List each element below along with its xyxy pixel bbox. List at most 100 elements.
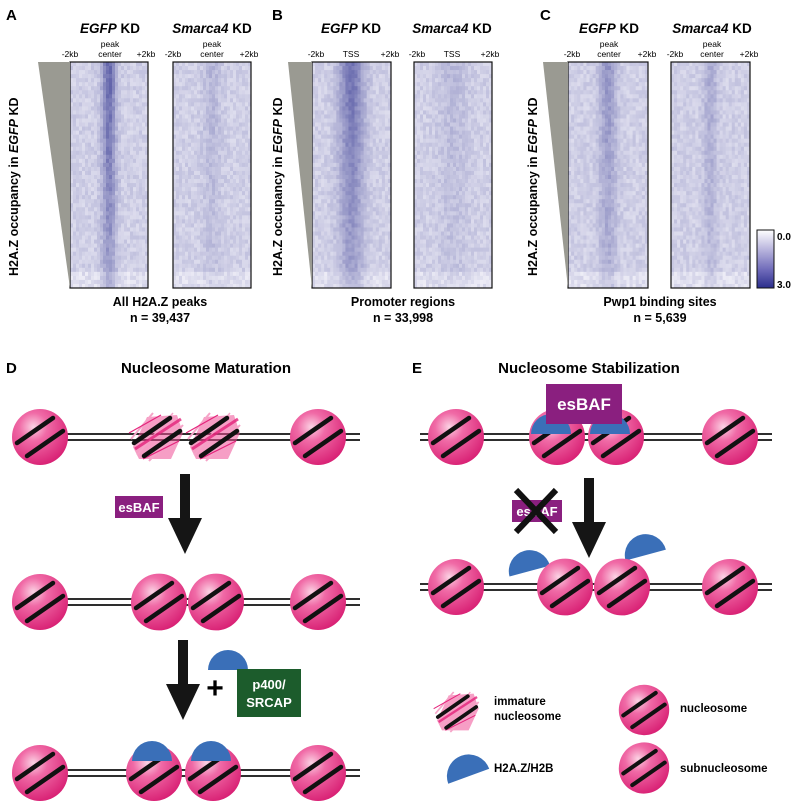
footer-label-c: Pwp1 binding sites bbox=[603, 295, 716, 309]
heatmap-egfp-c bbox=[567, 61, 649, 289]
down-arrow-icon bbox=[166, 640, 200, 720]
tick-right: +2kb bbox=[481, 49, 500, 59]
nucleosome-icon bbox=[290, 745, 346, 801]
y-axis-label-a: H2A.Z occupancy in EGFP KD bbox=[7, 97, 21, 276]
nucleosome-icon bbox=[290, 409, 346, 465]
title-nucleosome-stabilization: Nucleosome Stabilization bbox=[498, 360, 680, 377]
condition-label-egfp-b: EGFP KD bbox=[321, 21, 381, 36]
tick-center-line2: center bbox=[200, 49, 224, 59]
nucleosome-icon bbox=[428, 409, 484, 465]
y-axis-label-c: H2A.Z occupancy in EGFP KD bbox=[526, 97, 540, 276]
p400-label-line2: SRCAP bbox=[246, 695, 292, 710]
rank-wedge-c bbox=[543, 62, 568, 288]
esbaf-label: esBAF bbox=[557, 395, 611, 414]
legend-h2az-h2b: H2A.Z/H2B bbox=[494, 763, 553, 775]
h2az-h2b-icon bbox=[620, 529, 666, 561]
tick-labels-c: -2kb peak center +2kb -2kb peak center +… bbox=[564, 39, 759, 59]
colorbar-min-label: 0.0 bbox=[777, 232, 791, 243]
esbaf-label: esBAF bbox=[118, 500, 159, 515]
tick-left: -2kb bbox=[165, 49, 182, 59]
title-nucleosome-maturation: Nucleosome Maturation bbox=[121, 360, 291, 377]
nucleosome-icon bbox=[12, 574, 68, 630]
h2az-h2b-icon bbox=[208, 650, 248, 670]
rank-wedge-a bbox=[38, 62, 70, 288]
legend: immature nucleosome nucleosome H2A.Z/H2B… bbox=[432, 685, 768, 794]
subnucleosome-icon bbox=[537, 559, 593, 616]
nucleosome-icon bbox=[12, 409, 68, 465]
tick-left: -2kb bbox=[308, 49, 325, 59]
nucleosome-icon bbox=[702, 409, 758, 465]
colorbar bbox=[756, 229, 775, 289]
condition-label-egfp-a: EGFP KD bbox=[80, 21, 140, 36]
panel-letter-c: C bbox=[540, 7, 551, 24]
nucleosome-icon bbox=[12, 745, 68, 801]
panel-letter-b: B bbox=[272, 7, 283, 24]
nucleosome-icon bbox=[290, 574, 346, 630]
subnucleosome-icon bbox=[188, 574, 244, 631]
h2az-h2b-icon bbox=[440, 748, 490, 784]
p400-srcap-box bbox=[237, 669, 301, 717]
heatmap-panels bbox=[69, 61, 751, 289]
immature-nucleosome-icon bbox=[432, 690, 481, 734]
nucleosome-icon bbox=[702, 559, 758, 615]
rank-wedge-b bbox=[288, 62, 312, 288]
tick-left: -2kb bbox=[409, 49, 426, 59]
subnucleosome-icon bbox=[619, 742, 669, 793]
cross-icon bbox=[513, 487, 559, 535]
nucleosome-icon bbox=[428, 559, 484, 615]
tick-left: -2kb bbox=[62, 49, 79, 59]
tick-center-line1: peak bbox=[101, 39, 120, 49]
tick-right: +2kb bbox=[740, 49, 759, 59]
y-axis-label-b: H2A.Z occupancy in EGFP KD bbox=[271, 97, 285, 276]
h2az-h2b-icon bbox=[132, 741, 172, 761]
colorbar-max-label: 3.0 bbox=[777, 280, 791, 291]
tick-center-line2: center bbox=[597, 49, 621, 59]
heatmap-egfp-b bbox=[311, 61, 392, 289]
heatmap-egfp-a bbox=[69, 61, 149, 289]
tick-right: +2kb bbox=[137, 49, 156, 59]
footer-label-b: Promoter regions bbox=[351, 295, 455, 309]
footer-label-a: All H2A.Z peaks bbox=[113, 295, 208, 309]
panel-letter-a: A bbox=[6, 7, 17, 24]
count-label-a: n = 39,437 bbox=[130, 311, 190, 325]
h2az-h2b-icon bbox=[191, 741, 231, 761]
count-label-b: n = 33,998 bbox=[373, 311, 433, 325]
heatmap-smarca4-c bbox=[670, 61, 751, 289]
tick-left: -2kb bbox=[564, 49, 581, 59]
immature-nucleosome-icon bbox=[129, 413, 183, 461]
condition-label-smarca4-b: Smarca4 KD bbox=[412, 21, 492, 36]
tick-center-line2: center bbox=[700, 49, 724, 59]
tick-center-line2: center bbox=[98, 49, 122, 59]
panel-letter-e: E bbox=[412, 360, 422, 377]
subnucleosome-icon bbox=[594, 559, 650, 616]
tick-right: +2kb bbox=[381, 49, 400, 59]
condition-label-smarca4-c: Smarca4 KD bbox=[672, 21, 752, 36]
condition-label-smarca4-a: Smarca4 KD bbox=[172, 21, 252, 36]
legend-nucleosome: nucleosome bbox=[680, 703, 747, 715]
tick-center-tss: TSS bbox=[444, 49, 461, 59]
heatmap-smarca4-b bbox=[413, 61, 493, 289]
esbaf-box bbox=[546, 384, 622, 424]
plus-sign: + bbox=[206, 672, 224, 705]
esbaf-box bbox=[115, 496, 163, 518]
tick-center-line1: peak bbox=[703, 39, 722, 49]
tick-left: -2kb bbox=[667, 49, 684, 59]
condition-label-egfp-c: EGFP KD bbox=[579, 21, 639, 36]
down-arrow-icon bbox=[572, 478, 606, 558]
down-arrow-icon bbox=[168, 474, 202, 554]
legend-subnucleosome: subnucleosome bbox=[680, 763, 768, 775]
legend-immature-line1: immature bbox=[494, 696, 546, 708]
tick-labels-b: -2kb TSS +2kb -2kb TSS +2kb bbox=[308, 49, 500, 59]
tick-right: +2kb bbox=[638, 49, 657, 59]
panel-letter-d: D bbox=[6, 360, 17, 377]
heatmap-smarca4-a bbox=[172, 61, 252, 289]
tick-labels-a: -2kb peak center +2kb -2kb peak center +… bbox=[62, 39, 259, 59]
tick-center-line1: peak bbox=[203, 39, 222, 49]
count-label-c: n = 5,639 bbox=[633, 311, 686, 325]
tick-right: +2kb bbox=[240, 49, 259, 59]
nucleosome-icon bbox=[619, 685, 669, 735]
tick-center-tss: TSS bbox=[343, 49, 360, 59]
immature-nucleosome-icon bbox=[186, 413, 240, 461]
subnucleosome-icon bbox=[131, 574, 187, 631]
